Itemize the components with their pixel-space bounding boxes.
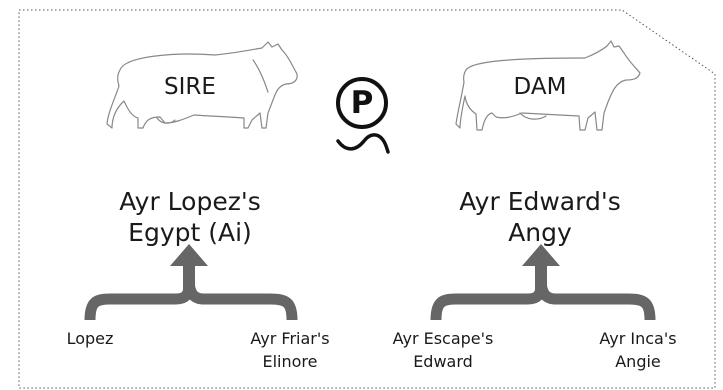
frame-border — [18, 9, 716, 389]
dam-cow-icon — [455, 40, 641, 131]
sire-name-line2: Egypt (Ai) — [128, 218, 252, 248]
sire-parent-right-line2: Elinore — [262, 352, 318, 372]
sire-parent-right: Ayr Friar's Elinore — [225, 327, 355, 373]
dam-parent-right-line1: Ayr Inca's — [599, 329, 677, 348]
polled-icon — [336, 77, 390, 154]
dam-bracket — [430, 244, 656, 321]
dam-name: Ayr Edward's Angy — [425, 186, 655, 249]
polled-letter: P — [350, 85, 374, 121]
dam-name-line1: Ayr Edward's — [459, 187, 621, 216]
sire-cow-icon — [106, 41, 298, 129]
sire-bracket — [84, 244, 298, 321]
dam-parent-right: Ayr Inca's Angie — [578, 327, 698, 373]
dam-name-line2: Angy — [508, 218, 572, 248]
sire-parent-right-line1: Ayr Friar's — [250, 329, 330, 348]
dam-parent-right-line2: Angie — [615, 352, 661, 372]
dam-parent-left: Ayr Escape's Edward — [378, 327, 508, 373]
dam-label: DAM — [513, 74, 567, 100]
sire-name-line1: Ayr Lopez's — [119, 187, 261, 216]
sire-label: SIRE — [164, 74, 216, 100]
dam-parent-left-line2: Edward — [413, 352, 473, 372]
dam-parent-left-line1: Ayr Escape's — [392, 329, 494, 348]
sire-name: Ayr Lopez's Egypt (Ai) — [80, 186, 300, 249]
sire-parent-left: Lopez — [66, 329, 114, 348]
